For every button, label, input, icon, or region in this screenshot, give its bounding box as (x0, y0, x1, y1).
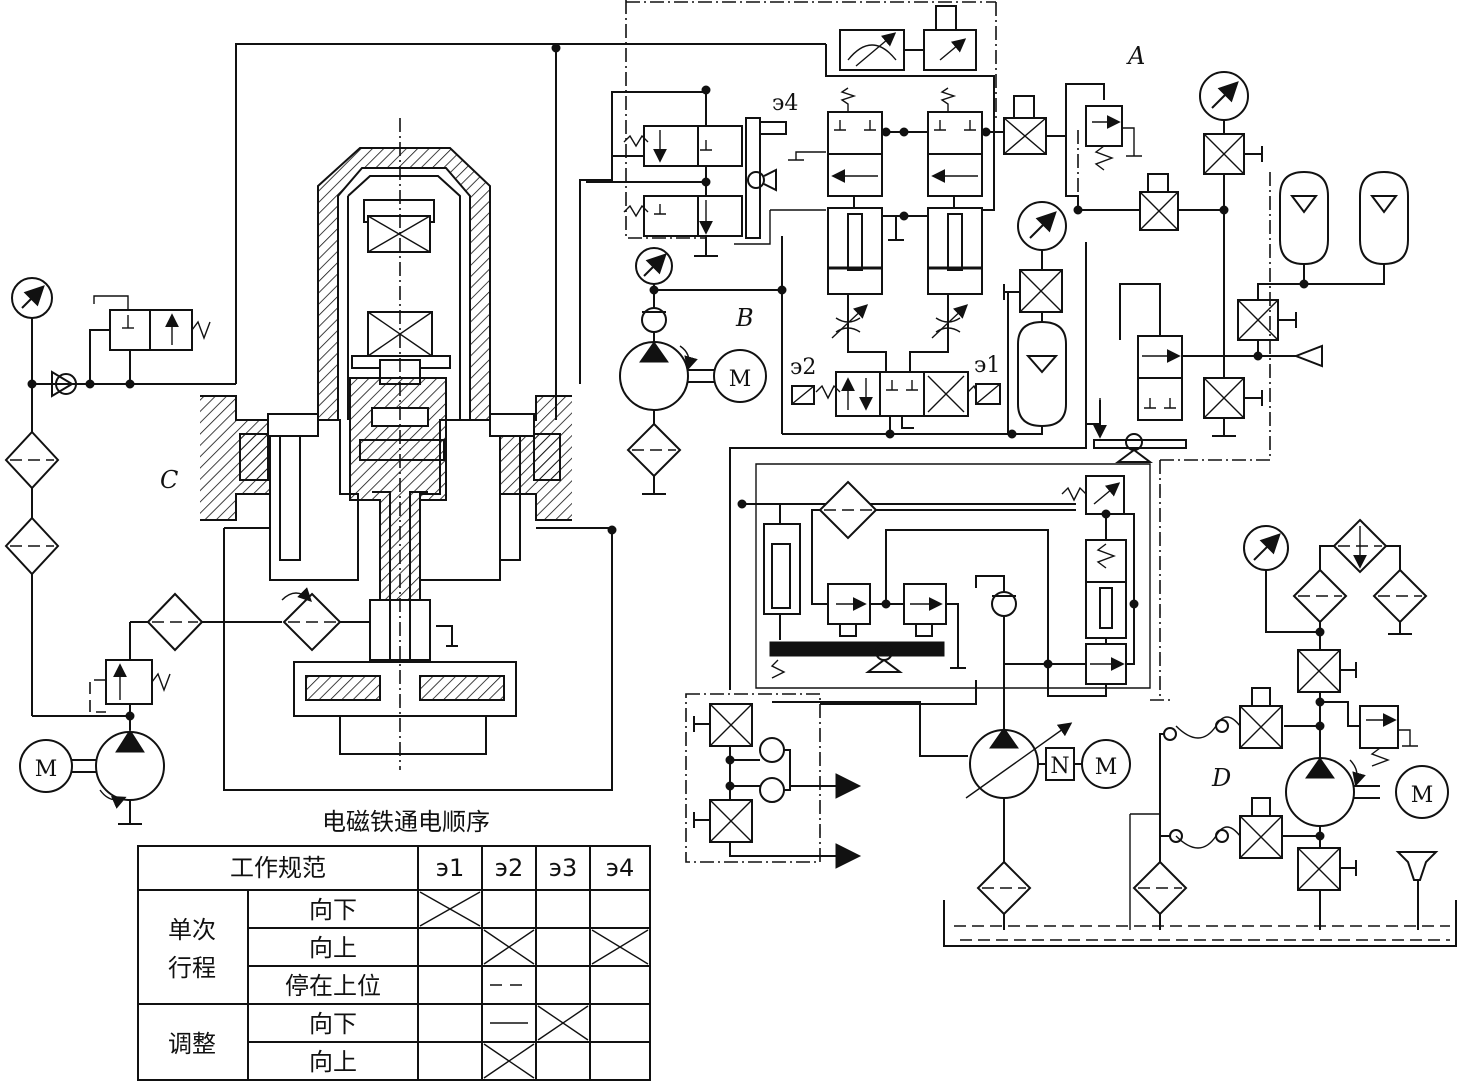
header-col: э3 (549, 854, 577, 882)
label-b: B (735, 304, 754, 332)
control-valve-block: э4 A (586, 0, 1409, 701)
motor-label-b: M (729, 367, 752, 392)
left-pump-station: M C (4, 277, 282, 825)
table-marks (419, 891, 649, 1079)
group-name: 行程 (168, 954, 216, 982)
pump-motor-icon (19, 729, 165, 825)
group-name: 单次 (168, 916, 216, 944)
n-label: N (1050, 754, 1069, 779)
label-d: D (1211, 764, 1231, 792)
table-caption: 电磁铁通电顺序 (322, 808, 490, 836)
table-mark (419, 891, 481, 927)
label-e1: э1 (974, 353, 1000, 378)
header-mode: 工作规范 (230, 854, 326, 882)
row-label: 向上 (309, 1048, 357, 1076)
relief-valve-icon (89, 621, 171, 730)
header-col: э2 (495, 854, 523, 882)
table-mark (591, 929, 649, 965)
motor-label-mid: M (1095, 755, 1118, 780)
label-e4: э4 (772, 91, 798, 116)
row-label: 停在上位 (285, 972, 381, 1000)
solenoid-sequence-table: 工作规范 э1 э2 э3 э4 单次 行程 调整 向下 向上 停在上位 向下 … (137, 845, 651, 1081)
middle-power-unit: N M (685, 463, 1151, 930)
table-mark (483, 1043, 535, 1079)
motor-label: M (35, 757, 58, 782)
header-col: э1 (436, 854, 464, 882)
row-label: 向下 (309, 896, 357, 924)
motor-label-d: M (1411, 783, 1434, 808)
group-name: 调整 (168, 1030, 216, 1058)
row-label: 向上 (309, 934, 357, 962)
label-e2: э2 (790, 355, 816, 380)
filter-icon (4, 430, 60, 576)
label-a: A (1126, 42, 1145, 70)
press-cross-section (200, 43, 826, 791)
label-c: C (160, 466, 178, 494)
solenoid-valve-icon (89, 295, 211, 384)
header-col: э4 (606, 854, 634, 882)
right-bottom-unit: M D (943, 518, 1457, 947)
pressure-gauge-icon (11, 277, 53, 319)
table-mark (537, 1005, 589, 1041)
table-mark (483, 929, 535, 965)
row-label: 向下 (309, 1010, 357, 1038)
